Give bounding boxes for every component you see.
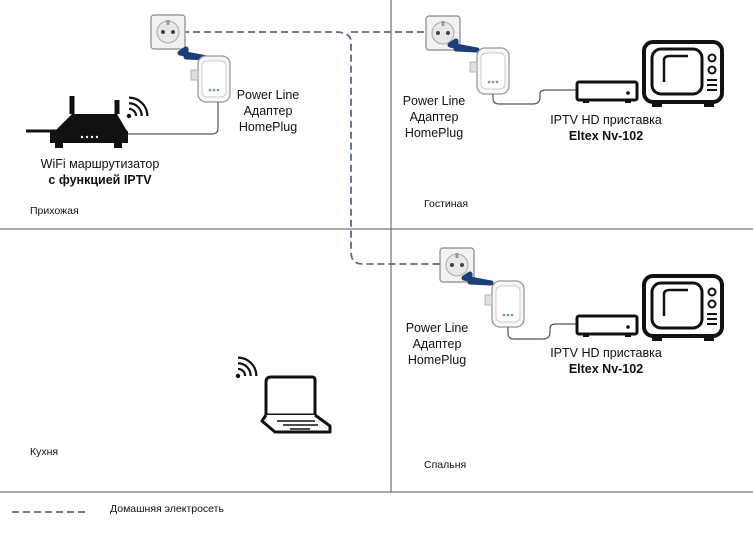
plc-adapter-icon [190,55,231,103]
room-label-kitchen: Кухня [30,446,59,458]
wall-socket-icon [150,14,186,50]
room-label-living: Гостиная [424,198,469,210]
adapter-label-line2: Адаптер [243,104,293,118]
legend-label: Домашняя электросеть [110,503,224,515]
settopbox-label-line1: IPTV HD приставка [550,113,662,127]
adapter-label-line3: HomePlug [404,126,464,140]
adapter-label-bedroom: Power Line Адаптер HomePlug [397,320,477,368]
room-label-bedroom: Спальня [424,459,467,471]
adapter-label-living: Power Line Адаптер HomePlug [394,93,474,141]
settopbox-label-living: IPTV HD приставка Eltex Nv-102 [536,112,676,144]
router-icon [26,96,128,148]
wifi-icon [125,92,153,120]
tv-icon-bedroom [642,274,724,343]
set-top-box-icon-living [575,80,639,105]
adapter-label-line1: Power Line [402,94,466,108]
ethernet-cable-living [492,89,577,105]
plc-adapter-icon-bedroom [484,280,525,328]
settopbox-label-line2: Eltex Nv-102 [568,362,644,376]
ethernet-cable [127,102,219,135]
plc-adapter-icon-living [469,47,510,95]
laptop-icon [260,375,332,434]
tv-icon-living [642,40,724,109]
router-label-line1: WiFi маршрутизатор [40,157,160,171]
room-label-hallway: Прихожая [30,205,79,217]
set-top-box-icon-bedroom [575,314,639,339]
plug-arrow-icon-living [447,38,480,53]
adapter-label-line2: Адаптер [412,337,462,351]
adapter-label-line2: Адаптер [409,110,459,124]
adapter-label-line1: Power Line [236,88,300,102]
plug-arrow-icon-bedroom [461,271,494,286]
settopbox-label-bedroom: IPTV HD приставка Eltex Nv-102 [536,345,676,377]
adapter-label-line1: Power Line [405,321,469,335]
settopbox-label-line1: IPTV HD приставка [550,346,662,360]
router-label-line2: с функцией IPTV [48,173,152,187]
room-borders [0,0,753,493]
adapter-label-line3: HomePlug [238,120,298,134]
wifi-icon-kitchen [234,352,262,380]
adapter-label-hallway: Power Line Адаптер HomePlug [228,87,308,135]
router-label: WiFi маршрутизатор с функцией IPTV [20,156,180,188]
ethernet-cable-bedroom [507,323,577,340]
settopbox-label-line2: Eltex Nv-102 [568,129,644,143]
adapter-label-line3: HomePlug [407,353,467,367]
